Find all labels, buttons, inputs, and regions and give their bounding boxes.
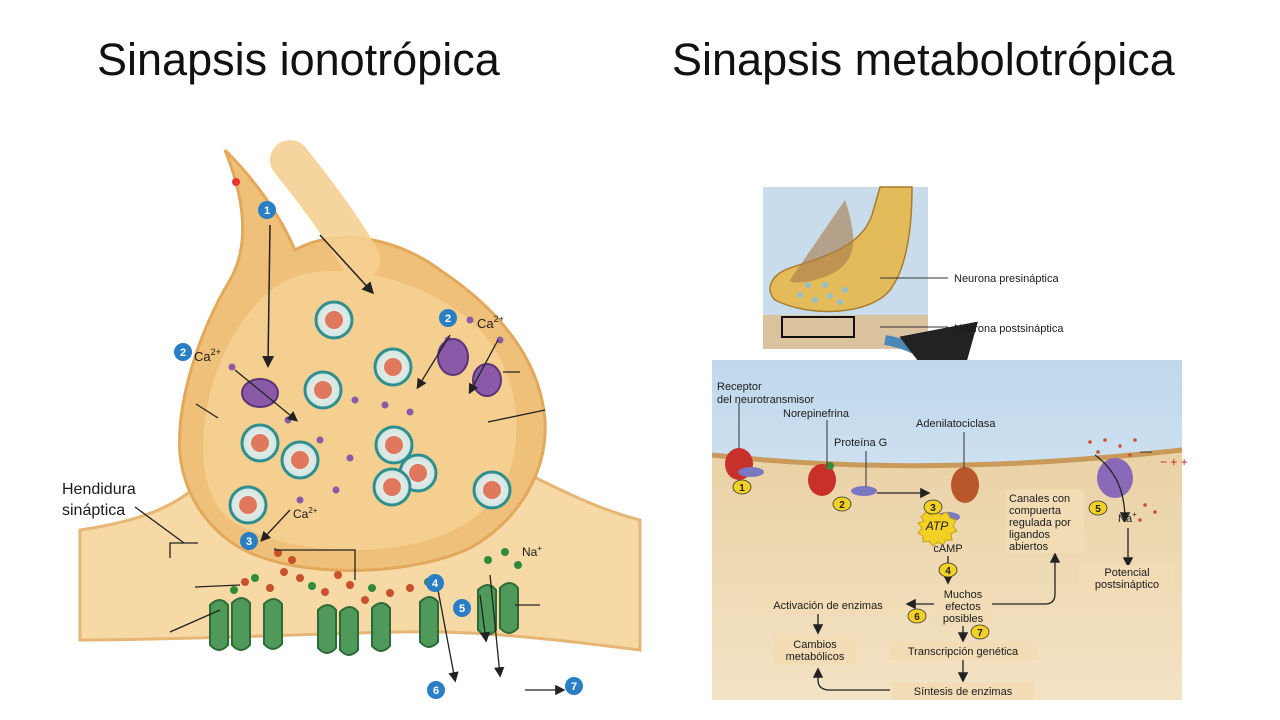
svg-text:—: — (1140, 444, 1152, 458)
postsynaptic-potential-line2: postsináptico (1095, 579, 1159, 591)
gene-transcription-label: Transcripción genética (908, 646, 1019, 658)
step-marker: 4 (938, 562, 958, 578)
atp-burst: ATP (917, 509, 958, 547)
step-marker: 1 (732, 479, 752, 495)
channels-label-line4: ligandos (1009, 529, 1050, 541)
step-marker: 5 (1088, 500, 1108, 516)
svg-text:3: 3 (246, 536, 252, 548)
metabolic-changes-line2: metabólicos (786, 651, 845, 663)
svg-text:2: 2 (445, 313, 451, 325)
channels-label-line5: abiertos (1009, 541, 1049, 553)
many-effects-line2: efectos (945, 601, 981, 613)
metabotropic-steps: 1 2 3 4 5 6 7 (732, 479, 1108, 640)
postsynaptic-neuron-label: Neurona postsináptica (954, 323, 1064, 335)
metabotropic-diagram: Neurona presináptica Neurona postsinápti… (711, 186, 1188, 700)
ionotropic-diagram: Hendidura sináptica Ca2+ Ca2+ Ca2+ Na+ 1… (62, 140, 642, 699)
step-marker: 3 (240, 532, 258, 550)
step-marker: 7 (565, 677, 583, 695)
svg-text:2: 2 (180, 347, 186, 359)
many-effects-line1: Muchos (944, 589, 983, 601)
channels-label-line2: compuerta (1009, 505, 1062, 517)
svg-text:2: 2 (839, 500, 845, 511)
cleft-label-line2: sináptica (62, 502, 125, 519)
title-ionotropic: Sinapsis ionotrópica (97, 34, 500, 85)
calcium-channels (241, 338, 502, 408)
svg-text:5: 5 (1095, 504, 1101, 515)
svg-text:3: 3 (930, 503, 936, 514)
calcium-label-right: Ca2+ (477, 314, 504, 331)
svg-text:1: 1 (739, 483, 745, 494)
norepinephrine-receptor (808, 462, 877, 496)
step-marker: 3 (923, 499, 943, 515)
ligand-gated-channels (209, 582, 519, 656)
svg-text:4: 4 (945, 566, 951, 577)
atp-label: ATP (925, 519, 948, 533)
title-metabotropic: Sinapsis metabolotrópica (672, 34, 1175, 85)
enzyme-activation-label: Activación de enzimas (773, 600, 883, 612)
postsynaptic-potential-line1: Potencial (1104, 567, 1149, 579)
svg-text:− + +: − + + (1160, 455, 1188, 469)
svg-text:5: 5 (459, 603, 465, 615)
step-marker: 2 (832, 496, 852, 512)
sodium-label-right: Na+ (1118, 510, 1137, 525)
camp-label: cAMP (933, 543, 962, 555)
ionotropic-steps: 1 2 2 3 4 5 6 7 (174, 201, 583, 699)
norepinephrine-label: Norepinefrina (783, 408, 850, 420)
step-marker: 7 (970, 624, 990, 640)
svg-text:7: 7 (977, 628, 983, 639)
channels-label-line1: Canales con (1009, 493, 1070, 505)
svg-text:4: 4 (432, 578, 439, 590)
channels-label-line3: regulada por (1009, 517, 1071, 529)
svg-text:7: 7 (571, 681, 577, 693)
receptor-label-line2: del neurotransmisor (717, 394, 815, 406)
metabolic-changes-line1: Cambios (793, 639, 837, 651)
receptor-protein (725, 448, 764, 480)
step-marker: 1 (258, 201, 276, 219)
step-marker: 6 (427, 681, 445, 699)
sodium-label: Na+ (522, 544, 542, 559)
receptor-label-line1: Receptor (717, 381, 762, 393)
adenylate-cyclase-label: Adenilatociclasa (916, 418, 996, 430)
many-effects-line3: posibles (943, 613, 984, 625)
svg-text:6: 6 (914, 612, 920, 623)
step-marker: 4 (426, 574, 444, 592)
g-protein-label: Proteína G (834, 437, 887, 449)
svg-text:6: 6 (433, 685, 439, 697)
cleft-label-line1: Hendidura (62, 481, 136, 498)
step-marker: 6 (907, 608, 927, 624)
step-marker: 5 (453, 599, 471, 617)
step-marker: 2 (439, 309, 457, 327)
inset-illustration (763, 186, 978, 408)
calcium-label-bottom: Ca2+ (293, 506, 318, 521)
enzyme-synthesis-label: Síntesis de enzimas (914, 686, 1013, 698)
calcium-label-left: Ca2+ (194, 347, 221, 364)
terminal-inner (203, 270, 517, 551)
presynaptic-neuron-label: Neurona presináptica (954, 273, 1059, 285)
svg-text:1: 1 (264, 205, 270, 217)
step-marker: 2 (174, 343, 192, 361)
